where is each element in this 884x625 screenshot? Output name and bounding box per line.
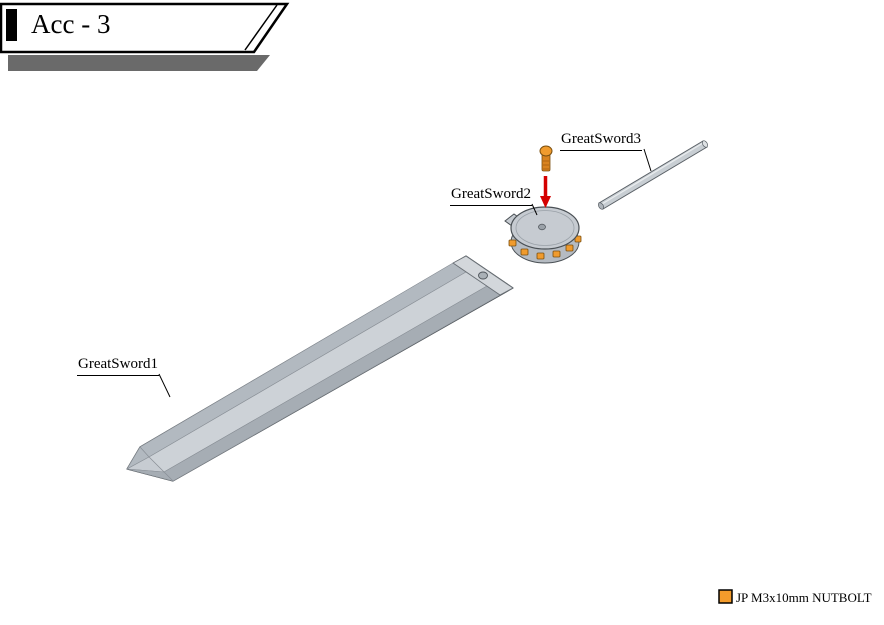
nutbolt-icon bbox=[565, 244, 574, 252]
legend-nutbolt-label: JP M3x10mm NUTBOLT bbox=[736, 590, 872, 605]
label-greatsword3: GreatSword3 bbox=[560, 131, 642, 151]
bolt-assembly bbox=[539, 145, 553, 208]
blade-upper-bevel bbox=[139, 262, 467, 458]
leader-line-greatsword1 bbox=[158, 373, 171, 398]
banner-inner-slant-line bbox=[244, 4, 278, 51]
nutbolt-icon bbox=[574, 235, 582, 243]
label-greatsword1: GreatSword1 bbox=[77, 356, 159, 376]
nutbolt-icon bbox=[508, 239, 517, 247]
rod-body bbox=[598, 140, 708, 210]
title-banner bbox=[0, 2, 290, 71]
legend-nutbolt-swatch bbox=[718, 589, 733, 604]
nutbolt-icon bbox=[536, 252, 545, 260]
rod-highlight bbox=[601, 142, 704, 205]
nutbolt-icon bbox=[520, 248, 529, 256]
page-title: Acc - 3 bbox=[31, 9, 111, 39]
banner-outline bbox=[0, 2, 290, 54]
bolt-head bbox=[539, 145, 553, 157]
rod-end-cap-left bbox=[598, 202, 604, 210]
banner-shadow bbox=[8, 55, 270, 71]
greatsword3-rod bbox=[598, 140, 708, 210]
bolt-shaft bbox=[541, 153, 551, 172]
blade-lower-bevel bbox=[163, 285, 501, 482]
leader-line-greatsword2 bbox=[531, 203, 538, 216]
leader-line-greatsword3 bbox=[643, 148, 652, 172]
assembly-arrow-icon bbox=[540, 196, 551, 208]
rod-end-cap-right bbox=[702, 140, 708, 148]
blade-center-flat bbox=[148, 271, 488, 473]
greatsword2-hub bbox=[504, 206, 582, 264]
banner-accent-bar bbox=[6, 9, 17, 41]
hub-nutbolts bbox=[508, 235, 582, 260]
hub-center-hole bbox=[538, 223, 546, 231]
blade-tip-facet-lower bbox=[126, 468, 174, 482]
leader-lines bbox=[158, 148, 652, 398]
nutbolt-icon bbox=[552, 250, 561, 258]
greatsword1-blade bbox=[126, 255, 514, 482]
hub-inner-ring bbox=[515, 210, 575, 246]
label-greatsword2: GreatSword2 bbox=[450, 186, 532, 206]
blade-screw-hole bbox=[478, 271, 488, 280]
